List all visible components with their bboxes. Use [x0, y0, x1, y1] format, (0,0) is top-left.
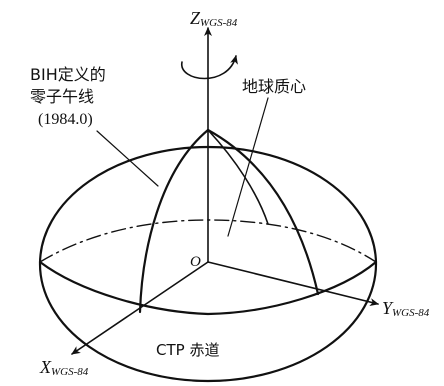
equator-front	[40, 262, 376, 314]
bih-label-line2: 零子午线	[30, 87, 94, 106]
equator-label: CTP 赤道	[156, 341, 219, 359]
meridian-arc-back	[208, 130, 268, 224]
rotation-arrow	[182, 56, 236, 79]
x-axis-label: XWGS-84	[39, 357, 89, 378]
y-axis-label: YWGS-84	[382, 298, 430, 319]
y-axis-line	[208, 262, 378, 304]
origin-label: O	[190, 254, 201, 270]
bih-leader-line	[97, 131, 158, 186]
geocenter-leader-line	[228, 98, 268, 236]
z-axis-label: ZWGS-84	[190, 8, 238, 29]
bih-label-line3: (1984.0)	[38, 111, 93, 128]
bih-label-line1: BIH定义的	[30, 65, 106, 84]
geocenter-label: 地球质心	[242, 77, 306, 96]
